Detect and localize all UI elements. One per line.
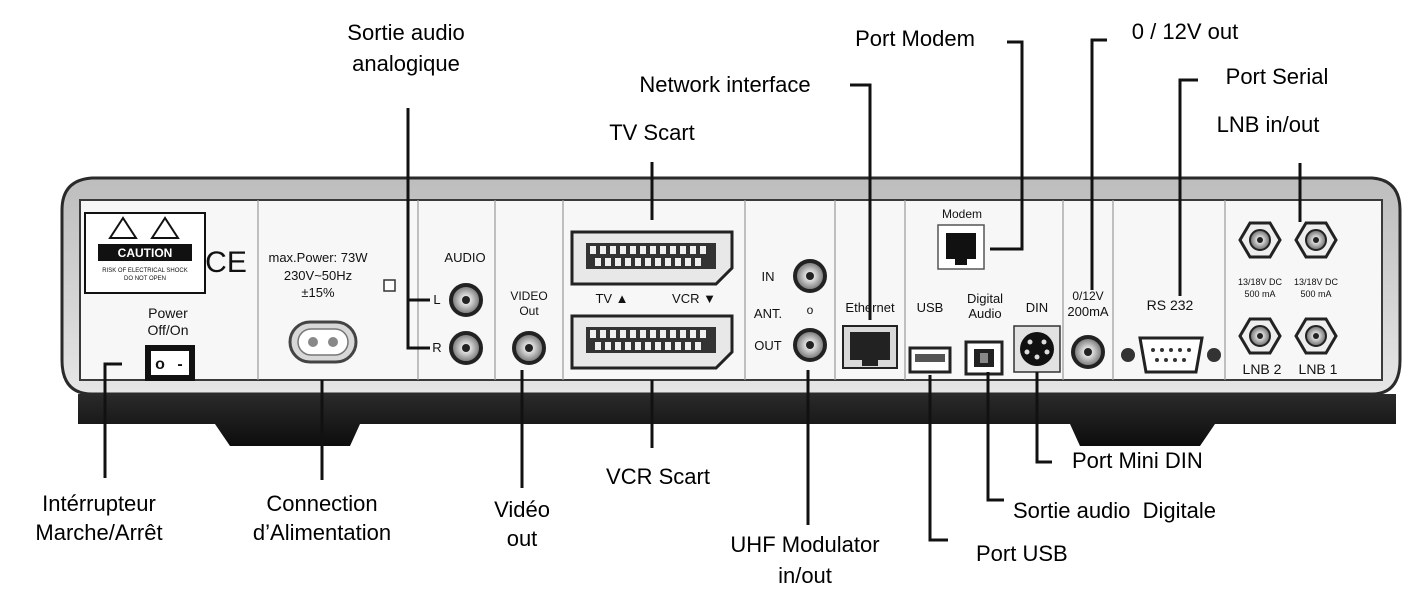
tv-scart-connector[interactable] — [570, 230, 734, 286]
lnb-connector[interactable] — [1294, 221, 1338, 259]
label-connection-1: Connection — [266, 491, 378, 516]
lnb2-label: LNB 2 — [1243, 361, 1282, 377]
lnb-connector[interactable] — [1238, 221, 1282, 259]
din-label: DIN — [1026, 300, 1048, 315]
power-label-2: Off/On — [148, 322, 189, 338]
label-video-out-1: Vidéo — [494, 497, 550, 522]
label-sortie-digitale: Sortie audio Digitale — [1013, 498, 1217, 523]
ant-out-label: OUT — [754, 338, 782, 353]
receiver-base — [78, 394, 1396, 446]
vcr-scart-connector[interactable] — [570, 314, 734, 370]
label-uhf-2: in/out — [778, 563, 832, 588]
digital-label-2: Audio — [968, 306, 1001, 321]
label-connection-2: d’Alimentation — [252, 520, 392, 545]
ce-mark: CE — [205, 246, 247, 279]
label-uhf-1: UHF Modulator — [730, 532, 880, 557]
label-port-usb: Port USB — [976, 541, 1068, 566]
label-tv-scart: TV Scart — [609, 120, 695, 145]
lnb2-ma-label: 500 mA — [1244, 289, 1275, 299]
din-port[interactable] — [1020, 332, 1054, 366]
label-sortie-audio-2: analogique — [352, 51, 460, 76]
voltage-text: 230V~50Hz — [284, 268, 352, 283]
svg-text:-: - — [177, 356, 182, 373]
video-label-1: VIDEO — [510, 289, 547, 303]
caution-title: CAUTION — [118, 246, 173, 260]
rs232-label: RS 232 — [1147, 297, 1194, 313]
label-network-interface: Network interface — [639, 72, 811, 97]
tolerance-text: ±15% — [301, 285, 335, 300]
label-port-serial: Port Serial — [1225, 64, 1329, 89]
label-interrupteur-1: Intérrupteur — [42, 491, 156, 516]
lnb1-connector[interactable] — [1294, 317, 1338, 355]
lnb1-dc-label: 13/18V DC — [1294, 277, 1339, 287]
svg-text:o: o — [155, 356, 165, 373]
label-port-modem: Port Modem — [855, 26, 975, 51]
modem-label: Modem — [942, 207, 982, 221]
warning-icon — [150, 216, 180, 239]
label-interrupteur-2: Marche/Arrêt — [35, 520, 163, 545]
v12-label-1: 0/12V — [1072, 289, 1103, 303]
digital-label-1: Digital — [967, 291, 1003, 306]
lnb2-connector[interactable] — [1238, 317, 1282, 355]
vcr-scart-label: VCR ▼ — [672, 291, 716, 306]
label-lnb-inout: LNB in/out — [1216, 112, 1320, 137]
caution-line1: RISK OF ELECTRICAL SHOCK — [102, 268, 187, 274]
ant-label: ANT. — [754, 306, 782, 321]
leader-lines — [103, 38, 1302, 542]
video-label-2: Out — [519, 304, 539, 318]
label-vcr-scart: VCR Scart — [606, 464, 710, 489]
usb-label: USB — [917, 300, 944, 315]
lnb2-dc-label: 13/18V DC — [1238, 277, 1283, 287]
caution-line2: DO NOT OPEN — [124, 276, 166, 282]
tv-scart-label: TV ▲ — [595, 291, 628, 306]
v12-label-2: 200mA — [1067, 304, 1109, 319]
label-port-mini-din: Port Mini DIN — [1072, 448, 1203, 473]
label-12v-out: 0 / 12V out — [1131, 19, 1239, 44]
audio-label: AUDIO — [444, 250, 485, 265]
lnb1-ma-label: 500 mA — [1300, 289, 1331, 299]
ant-in-label: IN — [762, 269, 775, 284]
power-label-1: Power — [148, 305, 188, 321]
label-video-out-2: out — [506, 526, 538, 551]
warning-icon — [108, 216, 138, 239]
max-power-text: max.Power: 73W — [269, 250, 369, 265]
audio-l-label: L — [433, 292, 440, 307]
audio-r-label: R — [432, 340, 441, 355]
rs232-port[interactable] — [1138, 336, 1204, 374]
ant-o-label: o — [807, 303, 814, 317]
label-sortie-audio-1: Sortie audio — [347, 20, 465, 45]
lnb1-label: LNB 1 — [1299, 361, 1338, 377]
